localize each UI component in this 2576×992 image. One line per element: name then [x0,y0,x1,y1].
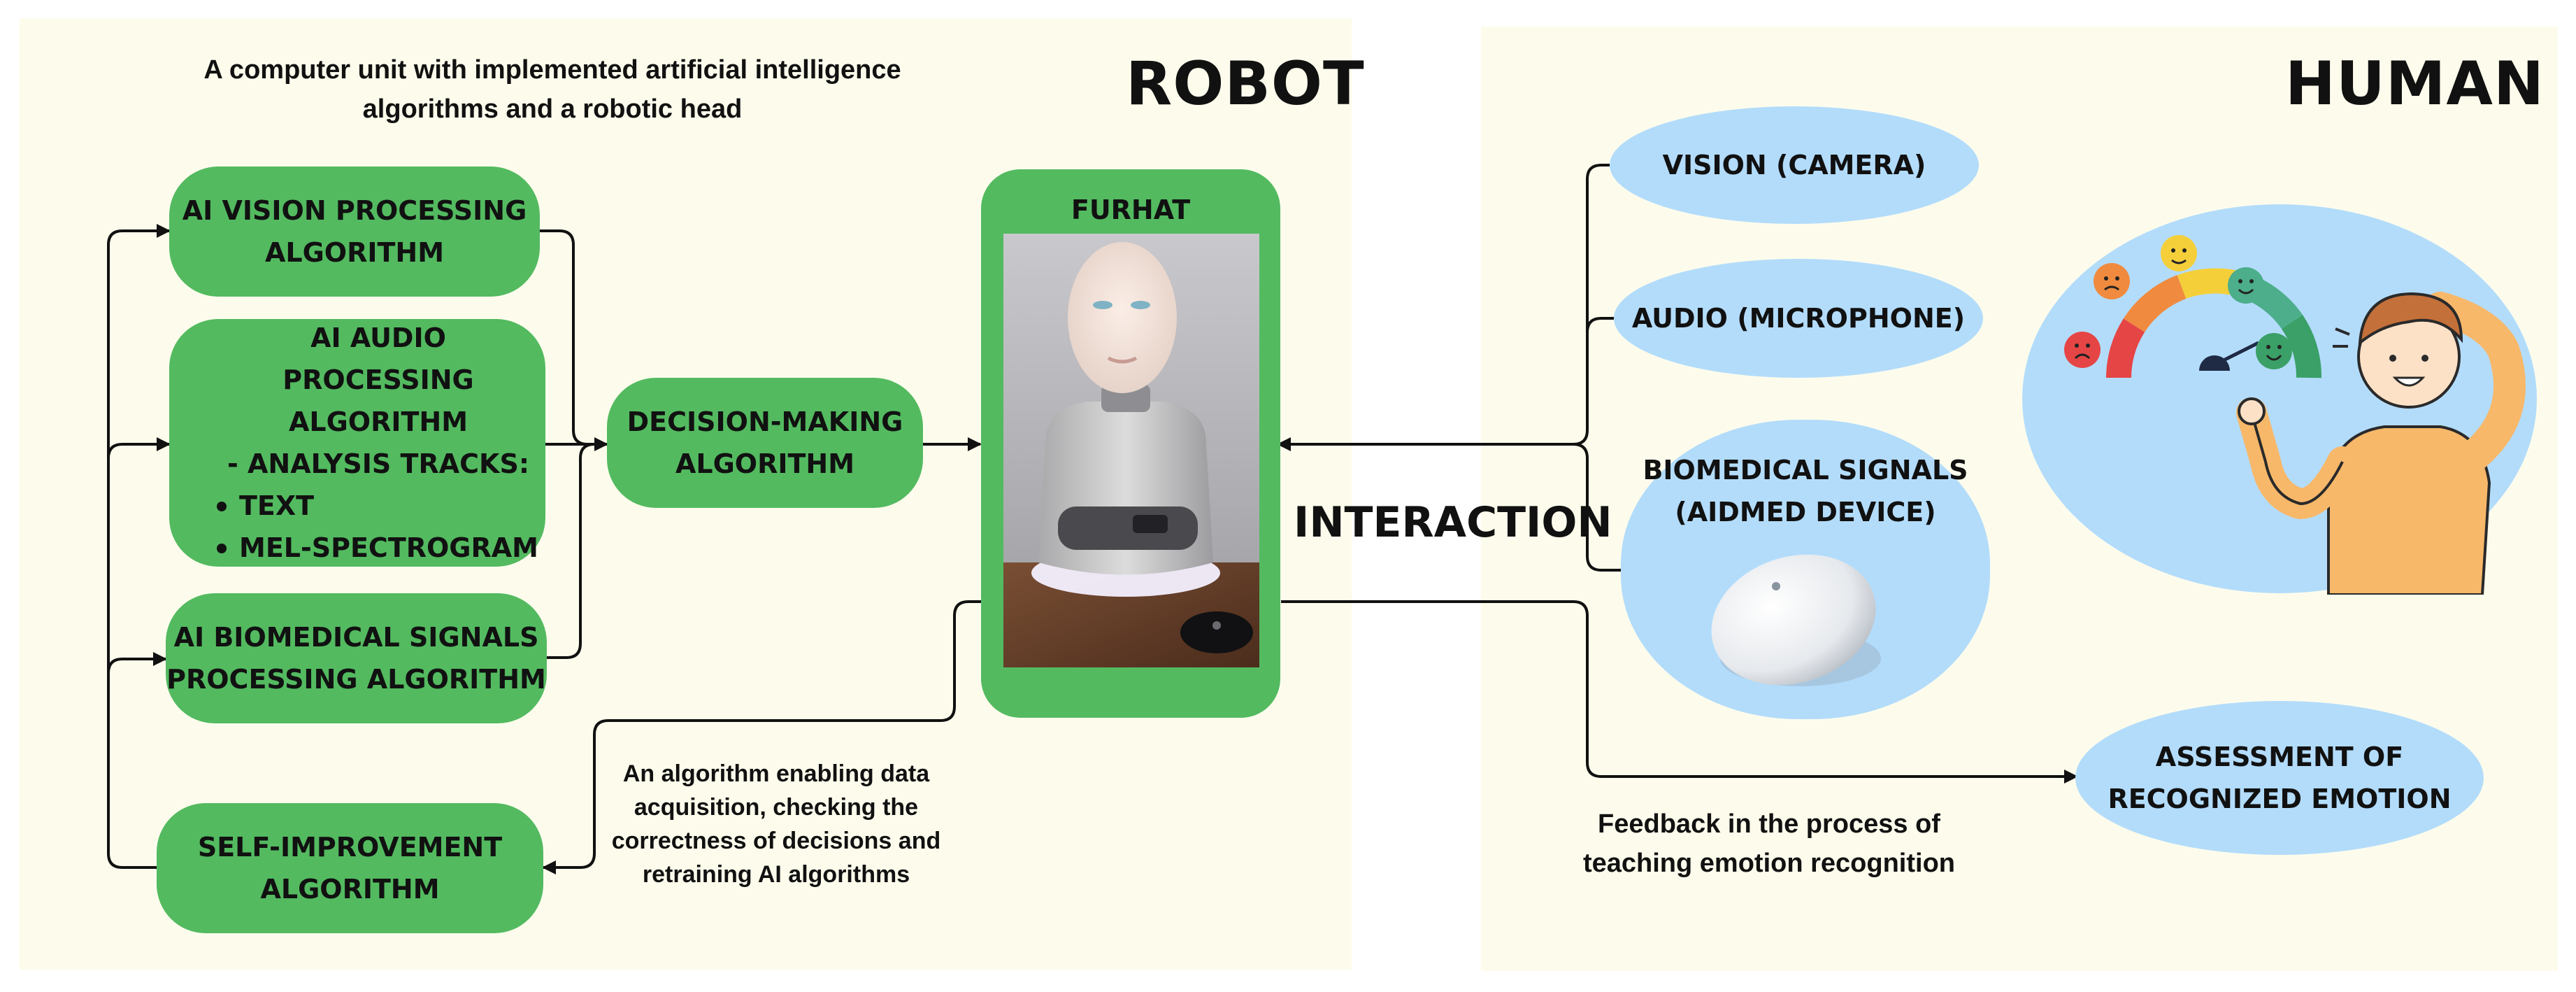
caption-line: correctness of decisions and [611,828,941,854]
audio-microphone-line [1586,317,1614,430]
robot-speaker-grill [1058,506,1198,550]
surprise-marks [2333,327,2350,348]
biomedical-to-decision-line [547,443,595,659]
feedback-to-audio-line [107,437,171,459]
box-label: AI BIOMEDICAL SIGNALS [173,622,539,653]
biomedical-device-line [1573,443,1621,572]
device-led [1772,582,1780,590]
caption-line: teaching emotion recognition [1582,849,1956,878]
audio-microphone-box: AUDIO (MICROPHONE) [1614,259,1983,378]
vision-camera-line [1573,164,1610,446]
assessment-box: ASSESSMENT OF RECOGNIZED EMOTION [2075,701,2484,855]
vision-camera-box: VISION (CAMERA) [1610,106,1979,224]
sad-face-icon [2064,332,2101,368]
robot-eye [1131,301,1150,309]
box-label: - ANALYSIS TRACKS: [227,448,530,479]
person-mouth [2392,376,2426,387]
angry-face-icon [2094,263,2130,299]
box-label: AUDIO (MICROPHONE) [1631,303,1966,334]
smile-face-icon [2228,267,2264,304]
box-label: ALGORITHM [264,237,445,268]
ai-audio-processing-box: AI AUDIO PROCESSING ALGORITHM - ANALYSIS… [169,319,545,567]
box-label: (AIDMED DEVICE) [1675,497,1936,527]
box-label: ALGORITHM [675,448,855,479]
furhat-box: FURHAT [981,169,1280,718]
box-label: ALGORITHM [260,874,440,905]
box-label: RECOGNIZED EMOTION [2108,784,2452,814]
robot-description-line: A computer unit with implemented artific… [203,55,901,85]
neutral-face-icon [2161,235,2197,271]
caption-line: acquisition, checking the [634,794,919,821]
emotion-person-illustration [2022,204,2537,595]
human-heading: HUMAN [2285,49,2545,119]
person-eye [2421,355,2428,362]
person-hand [2238,397,2266,425]
furhat-label: FURHAT [1071,194,1191,225]
self-improvement-box: SELF-IMPROVEMENT ALGORITHM [157,803,543,933]
interaction-label: INTERACTION [1294,498,1612,547]
box-label: AI AUDIO PROCESSING [282,323,474,395]
box-label: ASSESSMENT OF [2155,742,2404,772]
caption-line: retraining AI algorithms [642,861,910,888]
box-label: ALGORITHM [288,406,468,437]
person-raised-arm [2424,292,2526,471]
device-shell [1711,554,1876,686]
box-label: SELF-IMPROVEMENT [197,832,503,863]
ai-vision-processing-box: AI VISION PROCESSING ALGORITHM [169,166,540,297]
person-hair [2358,292,2463,346]
analysis-tracks-list: TEXT MEL-SPECTROGRAM [211,485,538,569]
furhat-robot-photo [1003,234,1259,667]
vision-to-decision-line [540,229,588,446]
person-eye [2389,355,2396,362]
robot-eye [1093,301,1112,309]
box-label: VISION (CAMERA) [1662,150,1926,180]
furhat-to-self-improvement-line [542,600,981,874]
robot-face [1068,242,1177,393]
box-label: BIOMEDICAL SIGNALS [1643,455,1968,486]
caption-line: Feedback in the process of [1598,809,1940,839]
robot-heading: ROBOT [1126,49,1365,119]
caption-line: An algorithm enabling data [622,760,930,787]
box-label: PROCESSING ALGORITHM [166,664,546,695]
furhat-to-assessment-line [1281,600,2078,784]
analysis-track-item: MEL-SPECTROGRAM [211,527,538,569]
box-label: DECISION-MAKING [627,406,903,437]
robot-camera [1133,515,1168,533]
robot-mouth [1107,356,1138,364]
aidmed-device-image [1711,554,1881,686]
feedback-caption: Feedback in the process of teaching emot… [1531,805,2007,883]
person-arm-outline [2250,412,2344,506]
decision-making-box: DECISION-MAKING ALGORITHM [607,378,923,508]
feedback-bus-line [107,224,171,869]
robot-description-line: algorithms and a robotic head [362,94,743,124]
self-improvement-caption: An algorithm enabling data acquisition, … [587,757,965,891]
robot-description: A computer unit with implemented artific… [126,50,979,129]
analysis-track-item: TEXT [211,485,538,527]
box-label: AI VISION PROCESSING [182,195,527,226]
ai-biomedical-processing-box: AI BIOMEDICAL SIGNALS PROCESSING ALGORIT… [166,593,547,723]
puck-light [1212,621,1221,630]
puck-speaker [1180,611,1253,653]
gauge-hub [2199,355,2230,371]
happy-face-icon [2256,333,2292,369]
feedback-to-biomedical-line [107,652,167,674]
